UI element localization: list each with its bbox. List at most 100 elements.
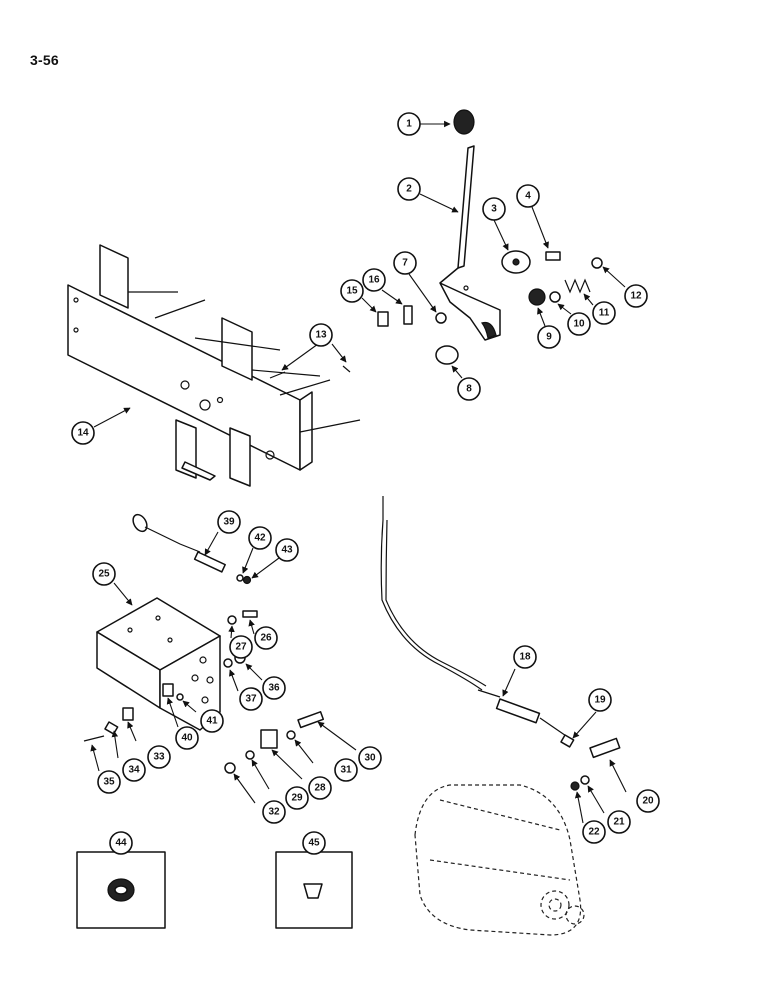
callout-8: 8 xyxy=(457,377,481,401)
svg-text:7: 7 xyxy=(402,258,408,269)
callout-30: 30 xyxy=(358,746,382,770)
svg-text:14: 14 xyxy=(77,428,89,439)
clamp-33 xyxy=(122,707,134,721)
callout-22: 22 xyxy=(582,820,606,844)
callout-12: 12 xyxy=(624,284,648,308)
svg-text:28: 28 xyxy=(314,783,326,794)
svg-text:25: 25 xyxy=(98,569,110,580)
callout-26: 26 xyxy=(254,626,278,650)
bracket-screws xyxy=(269,365,351,379)
lever-bushing xyxy=(435,345,459,365)
callout-33: 33 xyxy=(147,745,171,769)
svg-text:1: 1 xyxy=(406,119,412,130)
callout-2: 2 xyxy=(397,177,421,201)
washer-29 xyxy=(245,750,255,760)
svg-text:35: 35 xyxy=(103,777,115,788)
svg-text:30: 30 xyxy=(364,753,376,764)
kit-box-45 xyxy=(275,851,353,929)
svg-text:12: 12 xyxy=(630,291,642,302)
callout-32: 32 xyxy=(262,800,286,824)
svg-text:33: 33 xyxy=(153,752,165,763)
svg-text:11: 11 xyxy=(599,308,610,319)
stop-cable-washer xyxy=(236,574,244,582)
svg-text:18: 18 xyxy=(519,652,531,663)
svg-text:20: 20 xyxy=(642,796,654,807)
bolt-30 xyxy=(297,711,325,729)
pin-nut xyxy=(570,781,580,791)
svg-text:26: 26 xyxy=(260,633,272,644)
svg-text:45: 45 xyxy=(308,838,320,849)
svg-text:36: 36 xyxy=(268,683,280,694)
cable-clip-15 xyxy=(377,311,389,327)
callouts: 1 2 3 4 7 9 10 11 12 15 16 8 13 14 39 42… xyxy=(71,112,660,855)
kit-box-44 xyxy=(76,851,166,929)
control-panel-bracket xyxy=(67,244,361,487)
svg-text:9: 9 xyxy=(546,332,552,343)
svg-text:3: 3 xyxy=(491,204,497,215)
svg-text:8: 8 xyxy=(466,384,472,395)
callout-43: 43 xyxy=(275,538,299,562)
svg-text:39: 39 xyxy=(223,517,235,528)
svg-text:29: 29 xyxy=(291,793,303,804)
svg-text:40: 40 xyxy=(181,733,193,744)
callout-18: 18 xyxy=(513,645,537,669)
callout-11: 11 xyxy=(592,301,616,325)
svg-text:41: 41 xyxy=(206,716,218,727)
bracket-nut-37 xyxy=(223,658,233,668)
callout-39: 39 xyxy=(217,510,241,534)
callout-34: 34 xyxy=(122,758,146,782)
callout-37: 37 xyxy=(239,687,263,711)
screw-35 xyxy=(83,735,105,742)
svg-text:22: 22 xyxy=(588,827,600,838)
svg-text:27: 27 xyxy=(235,642,247,653)
pin-washer xyxy=(580,775,590,785)
lower-bracket xyxy=(96,597,221,731)
callout-27: 27 xyxy=(229,635,253,659)
callout-16: 16 xyxy=(362,268,386,292)
pivot-hub xyxy=(501,250,531,274)
callout-7: 7 xyxy=(393,251,417,275)
callout-41: 41 xyxy=(200,709,224,733)
svg-text:4: 4 xyxy=(525,191,531,202)
callout-13: 13 xyxy=(309,323,333,347)
lever-nut xyxy=(435,312,447,324)
svg-text:19: 19 xyxy=(594,695,606,706)
callout-1: 1 xyxy=(397,112,421,136)
callout-35: 35 xyxy=(97,770,121,794)
spring-nut xyxy=(591,257,603,269)
callout-28: 28 xyxy=(308,776,332,800)
clamp-34 xyxy=(104,721,119,735)
svg-text:32: 32 xyxy=(268,807,280,818)
washer-31 xyxy=(286,730,296,740)
friction-washer xyxy=(549,291,561,303)
bracket-clip-40 xyxy=(162,683,174,697)
stop-cable-nut xyxy=(242,575,252,585)
bracket-bolt-26 xyxy=(242,610,258,618)
cable-end xyxy=(560,734,575,748)
callout-4: 4 xyxy=(516,184,540,208)
lever-knob xyxy=(453,109,475,135)
svg-text:16: 16 xyxy=(368,275,380,286)
svg-text:10: 10 xyxy=(573,319,585,330)
callout-10: 10 xyxy=(567,312,591,336)
callout-45: 45 xyxy=(302,831,326,855)
callout-36: 36 xyxy=(262,676,286,700)
friction-spring xyxy=(564,278,591,294)
injection-pump xyxy=(414,784,585,936)
callout-25: 25 xyxy=(92,562,116,586)
swivel-pin xyxy=(589,737,621,759)
page-number: 3-56 xyxy=(30,52,59,68)
nut-32 xyxy=(224,762,236,774)
svg-text:2: 2 xyxy=(406,184,412,195)
svg-text:42: 42 xyxy=(254,533,266,544)
svg-text:34: 34 xyxy=(128,765,140,776)
clamp-28 xyxy=(260,729,278,749)
callout-19: 19 xyxy=(588,688,612,712)
callout-29: 29 xyxy=(285,786,309,810)
leader-lines xyxy=(90,120,627,824)
svg-text:13: 13 xyxy=(315,330,327,341)
throttle-lever xyxy=(439,145,501,341)
callout-9: 9 xyxy=(537,325,561,349)
svg-text:15: 15 xyxy=(346,286,358,297)
